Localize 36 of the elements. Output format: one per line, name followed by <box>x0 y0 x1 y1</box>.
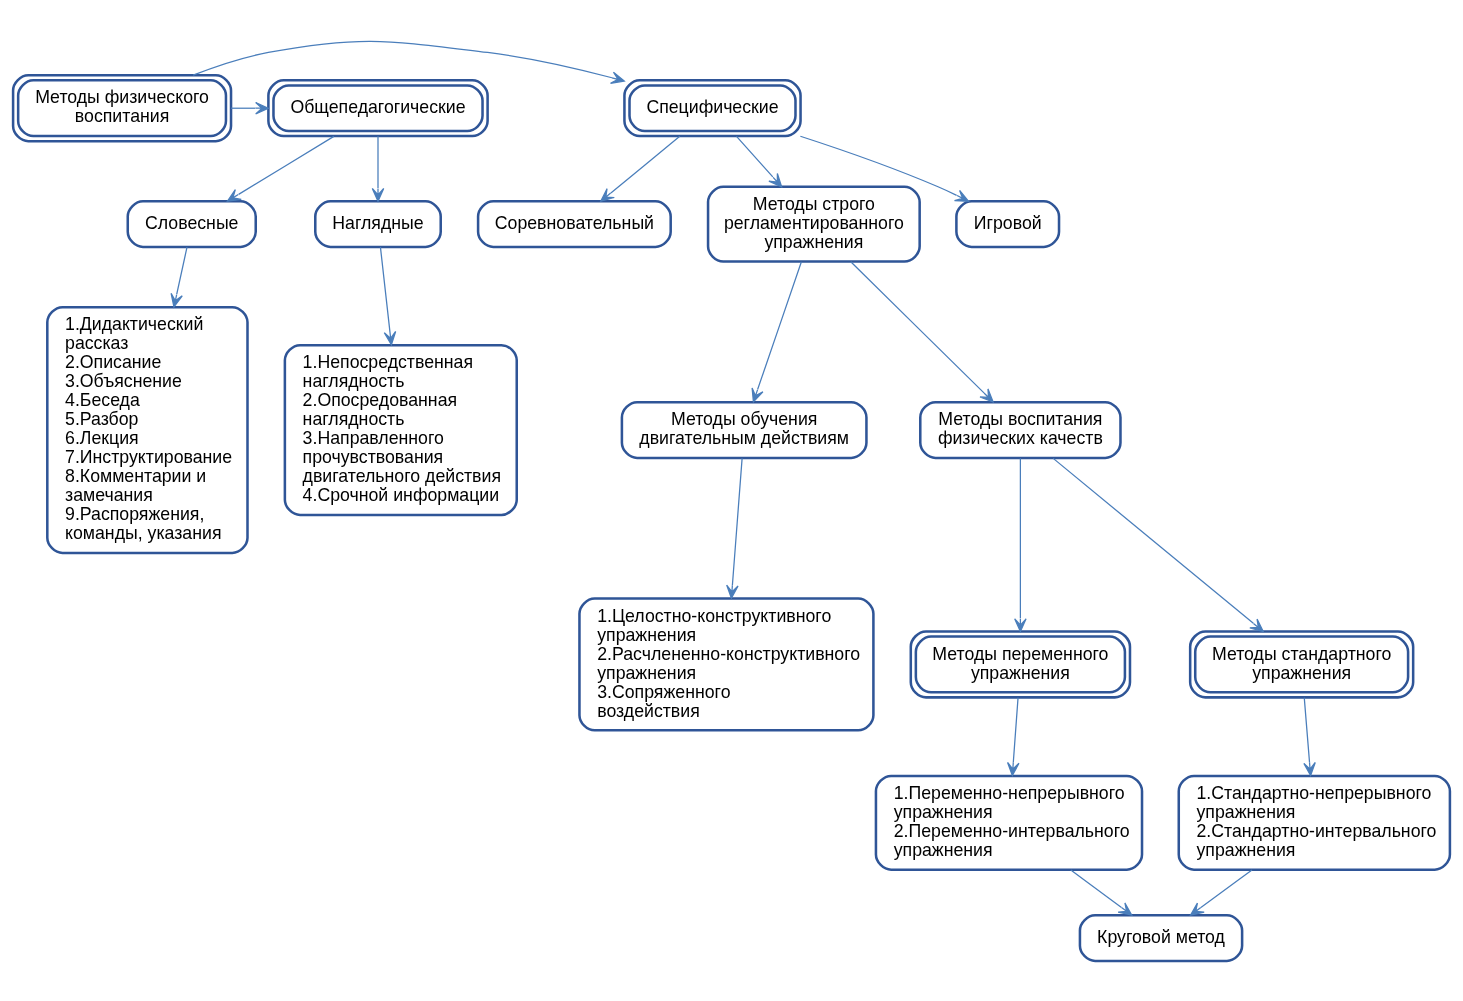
arrow <box>850 260 994 402</box>
node-box: Игровой <box>955 199 1061 248</box>
arrow <box>192 40 625 84</box>
node-box: 1.Переменно-непрерывного упражнения 2.Переменно-интервального упражнения <box>874 774 1144 871</box>
node-box: Круговой метод <box>1078 913 1244 962</box>
node-box: Наглядные <box>314 199 442 248</box>
arrow <box>230 101 269 115</box>
node-box: 1.Непосредственная наглядность 2.Опосредованная наглядность 3.Направленного прочувствования двигательного действия 4.Срочной информации <box>283 343 518 516</box>
arrow <box>1014 457 1027 632</box>
arrow <box>726 457 743 599</box>
node-box: Словесные <box>126 199 257 248</box>
node-box: Специфические <box>623 78 802 137</box>
node-box: Методы воспитания физических качеств <box>919 400 1122 459</box>
node-box: Методы стандартного упражнения <box>1188 629 1415 699</box>
arrow <box>1303 696 1316 776</box>
node-box: Методы переменного упражнения <box>909 629 1132 699</box>
arrow <box>379 246 397 345</box>
arrow <box>1006 696 1020 776</box>
arrow <box>735 135 783 187</box>
arrow <box>170 246 188 308</box>
arrow <box>751 260 803 402</box>
node-box: 1.Целостно-конструктивного упражнения 2.Расчлененно-конструктивного упражнения 3.Сопряженного воздействия <box>578 596 875 732</box>
arrow <box>1052 457 1264 632</box>
arrow <box>226 135 335 202</box>
node-box: Соревновательный <box>476 199 672 248</box>
node-box: Методы физического воспитания <box>11 73 233 142</box>
arrow <box>600 135 681 202</box>
arrow <box>1070 868 1133 916</box>
node-box: 1.Дидактический рассказ 2.Описание 3.Объяснение 4.Беседа 5.Разбор 6.Лекция 7.Инструктирование 8.Комментарии и замечания 9.Распоряжения, команды, указания <box>46 305 249 554</box>
node-box: Общепедагогические <box>267 78 489 137</box>
node-box: Методы строго регламентированного упражнения <box>706 185 921 263</box>
node-box: 1.Стандартно-непрерывного упражнения 2.Стандартно-интервального упражнения <box>1177 774 1452 871</box>
arrow <box>371 135 385 202</box>
arrow <box>1189 868 1253 916</box>
node-box: Методы обучения двигательным действиям <box>620 400 868 459</box>
arrow <box>799 135 970 202</box>
